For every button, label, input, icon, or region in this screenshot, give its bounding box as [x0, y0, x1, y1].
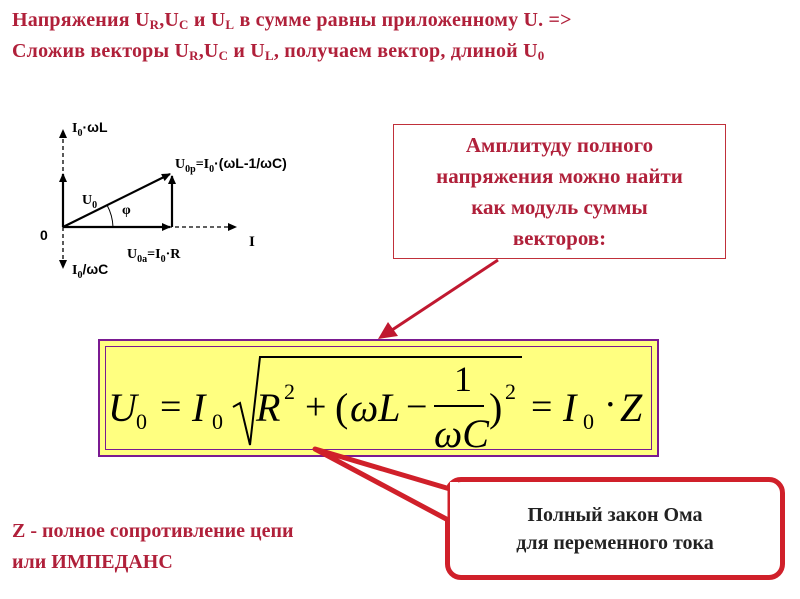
- vector-u0: [62, 173, 171, 228]
- formula-z: Z: [620, 385, 643, 430]
- label-angle: φ: [122, 203, 131, 218]
- callout-arrow-head: [378, 322, 398, 339]
- amplitude-callout: Амплитуду полного напряжения можно найти…: [393, 124, 726, 259]
- formula-lpar: (: [335, 385, 348, 430]
- formula-i2-sub: 0: [583, 409, 594, 434]
- formula-num: 1: [454, 359, 472, 399]
- label-reactive: U0р=I0·(ωL-1/ωC): [175, 155, 287, 175]
- label-axis-right: I: [249, 234, 255, 250]
- label-origin: 0: [40, 227, 48, 243]
- heading-line-1: Напряжения UR,UC и UL в сумме равны прил…: [12, 9, 572, 32]
- formula-minus: −: [406, 386, 427, 428]
- impedance-definition-line-1: Z - полное сопротивление цепи: [12, 520, 294, 542]
- label-axis-top: I0·ωL: [72, 119, 108, 139]
- formula-i: I: [191, 385, 207, 430]
- ohm-law-callout: Полный закон Ома для переменного тока: [445, 477, 785, 580]
- formula-u-sub: 0: [136, 409, 147, 434]
- label-axis-bottom: I0/ωC: [72, 261, 108, 281]
- formula-dot: ·: [604, 384, 617, 426]
- formula-den: ωC: [434, 411, 490, 456]
- heading-line-2: Сложив векторы UR,UC и UL, получаем вект…: [12, 40, 545, 63]
- callout-line: напряжения можно найти: [436, 163, 683, 188]
- formula-u: U: [108, 385, 140, 430]
- ohm-law-line-1: Полный закон Ома: [527, 503, 703, 526]
- callout-arrow-shaft: [391, 258, 499, 332]
- callout-line: векторов:: [512, 225, 607, 250]
- callout-line: как модуль суммы: [471, 194, 648, 219]
- impedance-formula-box: U 0 = I 0 R 2 + ( ωL − 1 ωC ) 2 = I 0 · …: [98, 339, 659, 457]
- impedance-definition-line-2: или ИМПЕДАНС: [12, 551, 173, 573]
- formula-r: R: [255, 385, 280, 430]
- angle-arc: [106, 204, 114, 228]
- formula-omega-l: ωL: [350, 385, 401, 430]
- vector-diagram: I0·ωL 0 I I0/ωC U0 φ U0р=I0·(ωL-1/ωC) U0…: [40, 119, 287, 281]
- ohm-law-line-2: для переменного тока: [516, 531, 714, 554]
- formula-sq1: 2: [284, 379, 295, 404]
- impedance-formula: U 0 = I 0 R 2 + ( ωL − 1 ωC ) 2 = I 0 · …: [108, 356, 643, 456]
- formula-i-sub: 0: [212, 409, 223, 434]
- label-active: U0а=I0·R: [127, 247, 181, 265]
- formula-radical: [232, 356, 522, 446]
- formula-rpar: ): [489, 385, 502, 430]
- formula-plus: +: [305, 386, 326, 428]
- label-vector-u0: U0: [82, 193, 97, 211]
- formula-sq2: 2: [505, 379, 516, 404]
- formula-eq1: =: [160, 386, 181, 428]
- formula-i2: I: [562, 385, 578, 430]
- ohm-callout-pointer: [312, 446, 453, 524]
- callout-line: Амплитуду полного: [465, 132, 654, 157]
- formula-eq2: =: [531, 386, 552, 428]
